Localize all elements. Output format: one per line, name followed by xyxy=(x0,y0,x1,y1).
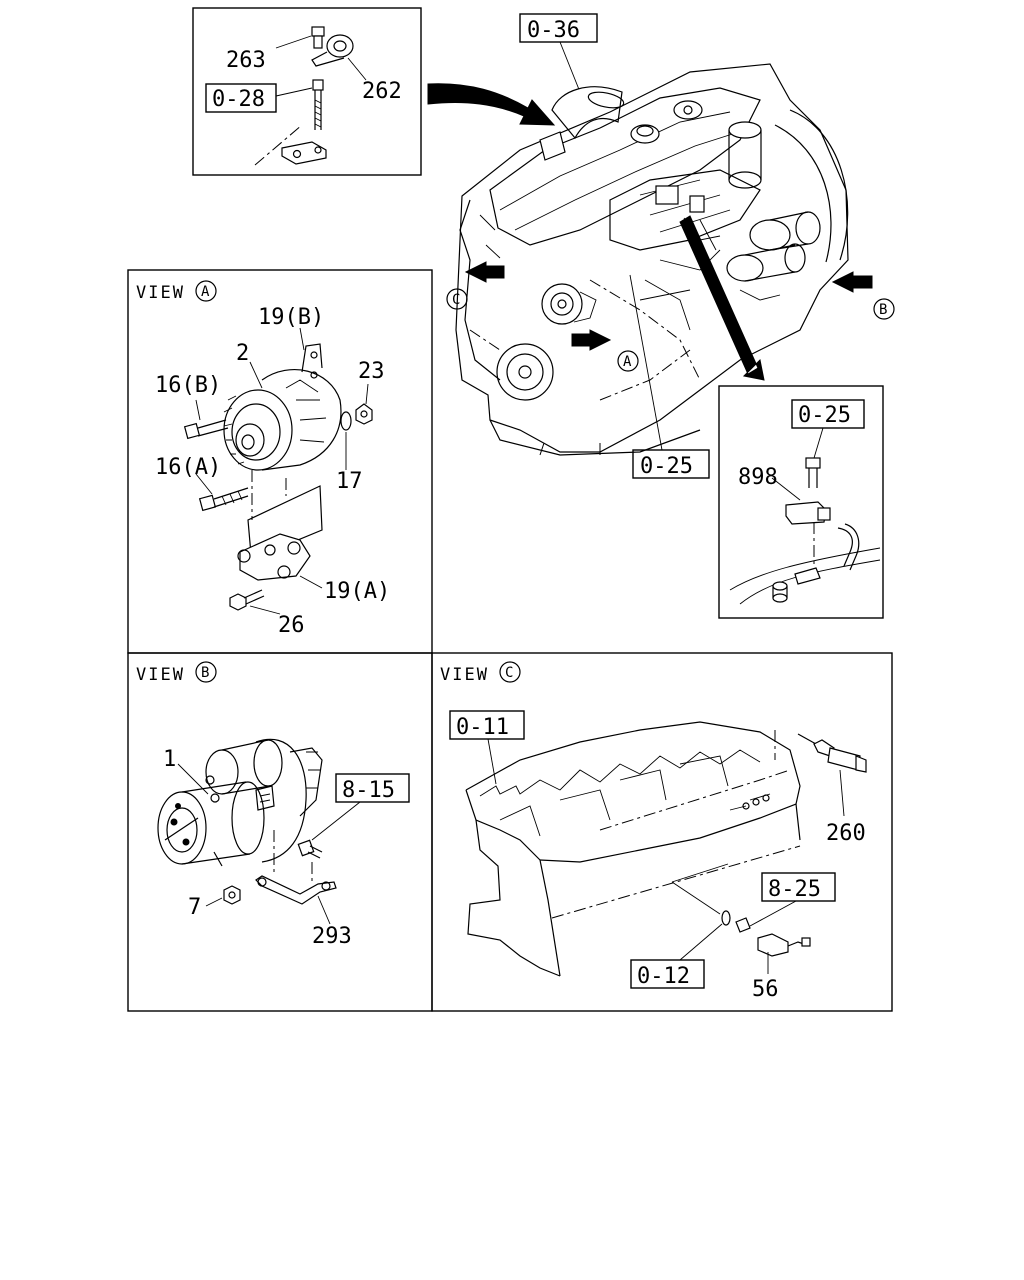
label-19b: 19(B) xyxy=(258,305,324,330)
box-0-36: 0-36 xyxy=(527,18,580,43)
arrow-to-view-c xyxy=(464,261,505,283)
cylinder-block-drawing xyxy=(465,721,801,977)
svg-text:C: C xyxy=(452,292,460,308)
circle-label-c: C xyxy=(446,288,468,310)
panel-view-b: VIEW B xyxy=(127,652,433,1012)
view-c-title: VIEW xyxy=(440,665,489,685)
bolt-16b-drawing xyxy=(183,419,229,440)
sensor-56-drawing xyxy=(757,933,811,957)
box-0-11: 0-11 xyxy=(456,715,509,740)
panel-view-c: VIEW C 0-11 xyxy=(431,652,893,1012)
view-b-title: VIEW xyxy=(136,665,185,685)
inset-top: 263 262 0-28 xyxy=(192,7,422,176)
label-293: 293 xyxy=(312,924,352,949)
label-23: 23 xyxy=(358,359,385,384)
box-0-25-main: 0-25 xyxy=(640,454,693,479)
box-8-15: 8-15 xyxy=(342,778,395,803)
label-16a: 16(A) xyxy=(155,455,221,480)
bolt-16a-drawing xyxy=(198,487,249,512)
view-c-circle: C xyxy=(505,665,513,681)
box-8-25: 8-25 xyxy=(768,877,821,902)
svg-text:B: B xyxy=(879,302,887,318)
view-a-circle: A xyxy=(201,284,210,300)
label-17: 17 xyxy=(336,469,363,494)
svg-text:A: A xyxy=(623,354,632,370)
circle-label-b: B xyxy=(873,298,895,320)
box-0-25-inset: 0-25 xyxy=(798,403,851,428)
alternator-drawing xyxy=(223,343,342,471)
sensor-260-drawing xyxy=(797,733,867,773)
bolt-26-drawing xyxy=(229,589,265,611)
label-260: 260 xyxy=(826,821,866,846)
stud-drawing xyxy=(312,79,324,130)
engine-alternator xyxy=(541,283,597,325)
arrow-to-view-a xyxy=(571,329,612,351)
label-263: 263 xyxy=(226,48,266,73)
label-898: 898 xyxy=(738,465,778,490)
engine-starter xyxy=(726,211,821,301)
view-a-title: VIEW xyxy=(136,283,185,303)
label-7: 7 xyxy=(188,895,201,920)
label-1: 1 xyxy=(163,747,176,772)
starter-motor-drawing xyxy=(157,738,323,867)
inset-right: 0-25 898 xyxy=(718,385,884,619)
box-0-12: 0-12 xyxy=(637,964,690,989)
bracket-plate-drawing xyxy=(281,141,327,165)
bracket-19a-drawing xyxy=(237,485,323,581)
pointer-arrow-right xyxy=(679,215,765,381)
pointer-arrow-top xyxy=(427,83,556,126)
panel-view-a: VIEW A xyxy=(127,269,433,654)
clamp-262-drawing xyxy=(311,34,354,67)
circle-label-a: A xyxy=(617,350,639,372)
label-19a: 19(A) xyxy=(324,579,390,604)
label-56: 56 xyxy=(752,977,779,1002)
bolt-263-drawing xyxy=(311,26,325,49)
engine-drawing: 0-36 xyxy=(446,13,895,479)
label-262: 262 xyxy=(362,79,402,104)
view-b-circle: B xyxy=(201,665,209,681)
arrow-to-view-b xyxy=(831,271,873,293)
label-26: 26 xyxy=(278,613,305,638)
label-2: 2 xyxy=(236,341,249,366)
label-16b: 16(B) xyxy=(155,373,221,398)
box-0-28: 0-28 xyxy=(212,87,265,112)
